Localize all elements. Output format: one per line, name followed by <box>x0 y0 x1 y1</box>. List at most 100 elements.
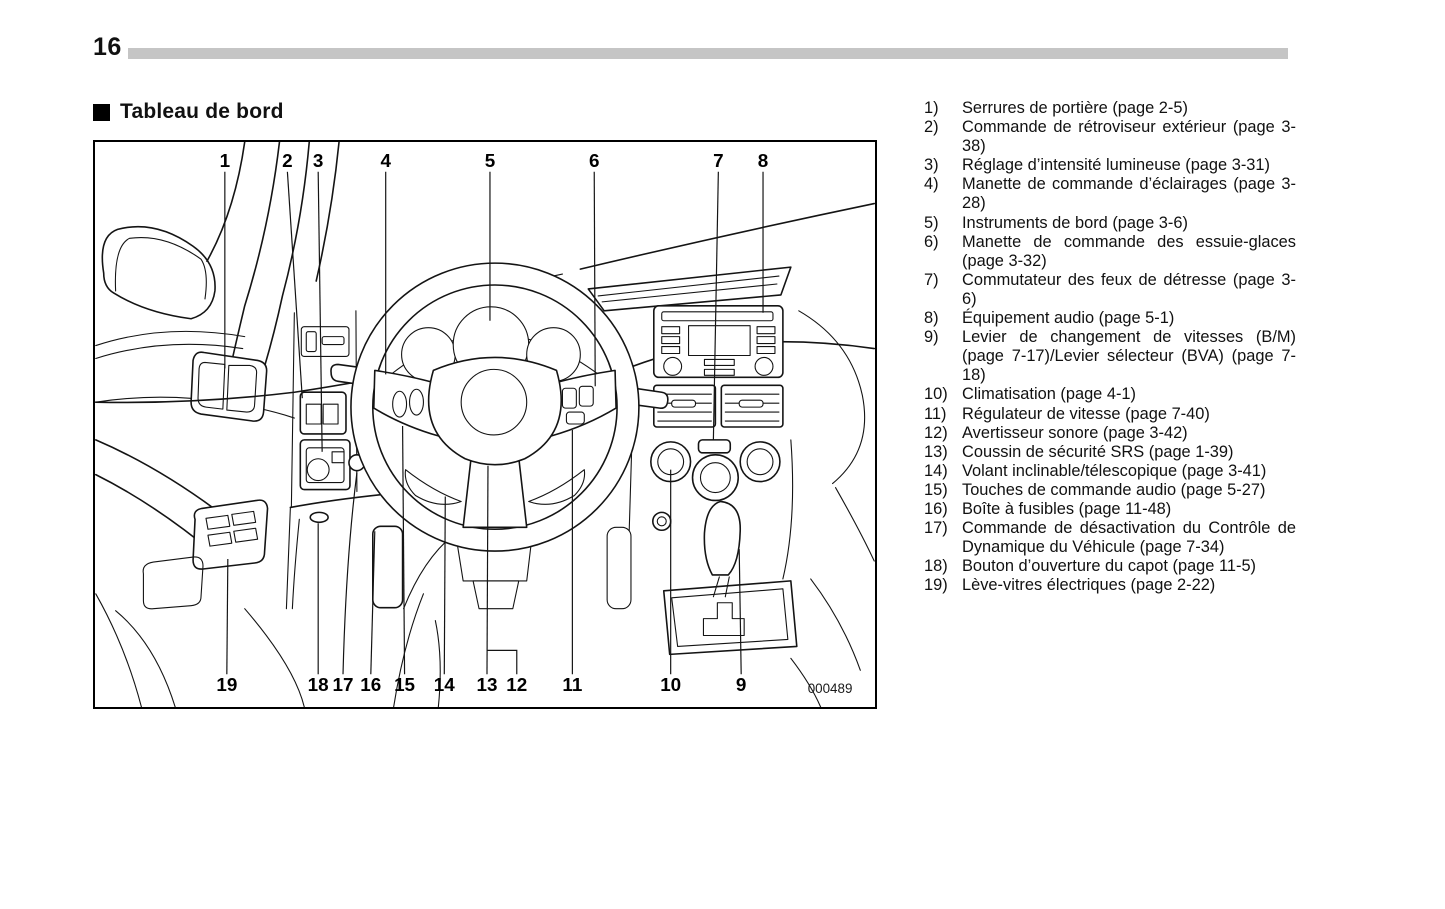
legend-item-number: 7) <box>924 270 939 289</box>
dashboard-diagram: 1 2 3 4 5 6 7 8 19 18 17 16 15 14 13 12 … <box>95 142 875 707</box>
legend-item-text: Coussin de sécurité SRS (page 1-39) <box>962 442 1234 461</box>
legend-item-text: Manette de commande des essuie-glaces (p… <box>962 232 1296 270</box>
header-rule <box>128 48 1288 59</box>
callout-17: 17 <box>333 674 354 695</box>
side-mirror <box>101 225 216 320</box>
callout-7: 7 <box>713 150 724 171</box>
callout-numbers: 1 2 3 4 5 6 7 8 19 18 17 16 15 14 13 12 … <box>216 150 768 695</box>
callout-4: 4 <box>380 150 391 171</box>
center-air-vents <box>653 384 784 428</box>
hazard-switch <box>697 439 732 454</box>
legend-item-text: Équipement audio (page 5-1) <box>962 309 1175 328</box>
legend-item: 6) Manette de commande des essuie-glaces … <box>924 233 1296 271</box>
shift-lever-knob <box>703 500 741 576</box>
legend-item: 5) Instruments de bord (page 3-6) <box>924 214 1296 233</box>
door-panel <box>95 439 305 707</box>
legend-item-text: Instruments de bord (page 3-6) <box>962 213 1188 232</box>
legend-item-number: 13) <box>924 442 948 461</box>
callout-18: 18 <box>308 674 329 695</box>
legend-item-text: Commande de rétroviseur extérieur (page … <box>962 118 1296 156</box>
legend-item: 19) Lève-vitres électriques (page 2-22) <box>924 576 1296 595</box>
legend-item-number: 4) <box>924 175 939 194</box>
legend-item-number: 2) <box>924 118 939 137</box>
legend-item: 1)Serrures de portière (page 2-5) <box>924 99 1296 118</box>
legend-item: 14) Volant inclinable/télescopique (page … <box>924 462 1296 481</box>
legend-item-text: Bouton d’ouverture du capot (page 11-5) <box>962 557 1257 576</box>
callout-9: 9 <box>736 674 747 695</box>
console-pocket <box>606 526 632 610</box>
legend-item-number: 8) <box>924 309 939 328</box>
legend-item-number: 11) <box>924 404 947 423</box>
legend-item-text: Avertisseur sonore (page 3-42) <box>962 423 1188 442</box>
page-number: 16 <box>93 33 122 61</box>
legend-item-number: 9) <box>924 328 939 347</box>
radio-knob-left <box>663 356 683 376</box>
legend-item-text: Volant inclinable/télescopique (page 3-4… <box>962 461 1267 480</box>
callout-3: 3 <box>313 150 324 171</box>
legend-item-text: Touches de commande audio (page 5-27) <box>962 480 1266 499</box>
legend-item: 9) Levier de changement de vitesses (B/M)… <box>924 328 1296 385</box>
hood-release-lever <box>309 511 329 524</box>
leader-lines <box>224 171 764 675</box>
legend-item-number: 17) <box>924 519 948 538</box>
legend-item: 12) Avertisseur sonore (page 3-42) <box>924 424 1296 443</box>
section-heading: Tableau de bord <box>93 100 284 124</box>
legend-item-text: Commande de désactivation du Contrôle de… <box>962 519 1296 557</box>
legend-item: 17) Commande de désactivation du Contrôle… <box>924 519 1296 557</box>
legend-item: 11) Régulateur de vitesse (page 7-40) <box>924 405 1296 424</box>
legend-item-number: 5) <box>924 213 939 232</box>
steering-wheel <box>350 262 640 552</box>
window-switch-cluster <box>142 499 269 610</box>
legend-item-number: 10) <box>924 385 948 404</box>
radio-knob-right <box>754 356 774 376</box>
legend-item-number: 6) <box>924 232 939 251</box>
callout-2: 2 <box>282 150 293 171</box>
legend-item: 13) Coussin de sécurité SRS (page 1-39) <box>924 443 1296 462</box>
legend-item: 2) Commande de rétroviseur extérieur (pag… <box>924 118 1296 156</box>
audio-control-buttons <box>392 388 424 418</box>
legend-item-text: Serrures de portière (page 2-5) <box>962 99 1188 117</box>
legend-item-number: 14) <box>924 461 948 480</box>
callout-11: 11 <box>562 674 582 695</box>
callout-5: 5 <box>485 150 496 171</box>
legend-item-text: Manette de commande d’éclairages (page 3… <box>962 175 1296 213</box>
callout-6: 6 <box>589 150 600 171</box>
callout-13: 13 <box>476 674 497 695</box>
callout-19: 19 <box>216 674 237 695</box>
legend-item-number: 12) <box>924 423 948 442</box>
climate-control-knobs <box>650 441 781 502</box>
legend-item-text: Régulateur de vitesse (page 7-40) <box>962 404 1210 423</box>
legend-item-text: Commutateur des feux de détresse (page 3… <box>962 270 1296 308</box>
fuse-box-cover <box>372 525 404 609</box>
legend-item: 4) Manette de commande d’éclairages (page… <box>924 175 1296 213</box>
heading-square-icon <box>93 103 110 121</box>
legend-item: 8) Équipement audio (page 5-1) <box>924 309 1296 328</box>
callout-15: 15 <box>394 674 415 695</box>
callout-10: 10 <box>660 674 681 695</box>
legend-item-text: Levier de changement de vitesses (B/M) (… <box>962 328 1296 385</box>
section-title: Tableau de bord <box>120 100 284 123</box>
dashboard-figure: 1 2 3 4 5 6 7 8 19 18 17 16 15 14 13 12 … <box>93 140 877 709</box>
legend-item-number: 15) <box>924 480 948 499</box>
callout-16: 16 <box>360 674 381 695</box>
legend-list: 1)Serrures de portière (page 2-5)2) Comma… <box>924 99 1296 595</box>
legend-item: 3)Réglage d’intensité lumineuse (page 3-… <box>924 156 1296 175</box>
legend-item: 10)Climatisation (page 4-1) <box>924 385 1296 404</box>
legend-item-text: Lève-vitres électriques (page 2-22) <box>962 576 1216 595</box>
center-console <box>393 439 822 707</box>
legend-item-number: 19) <box>924 576 948 595</box>
callout-8: 8 <box>758 150 769 171</box>
legend-item: 15) Touches de commande audio (page 5-27) <box>924 481 1296 500</box>
legend-item: 16)Boîte à fusibles (page 11-48) <box>924 500 1296 519</box>
center-stack <box>650 305 784 502</box>
legend-item-text: Réglage d’intensité lumineuse (page 3-31… <box>962 156 1270 175</box>
door-handle <box>190 351 268 422</box>
shifter-gate-plate <box>662 580 798 656</box>
figure-code: 000489 <box>808 681 853 696</box>
dash-left-controls <box>285 310 415 610</box>
legend-item-text: Boîte à fusibles (page 11-48) <box>962 499 1172 518</box>
legend-item: 7) Commutateur des feux de détresse (page… <box>924 271 1296 309</box>
callout-14: 14 <box>434 674 455 695</box>
legend-item: 18)Bouton d’ouverture du capot (page 11-… <box>924 557 1296 576</box>
